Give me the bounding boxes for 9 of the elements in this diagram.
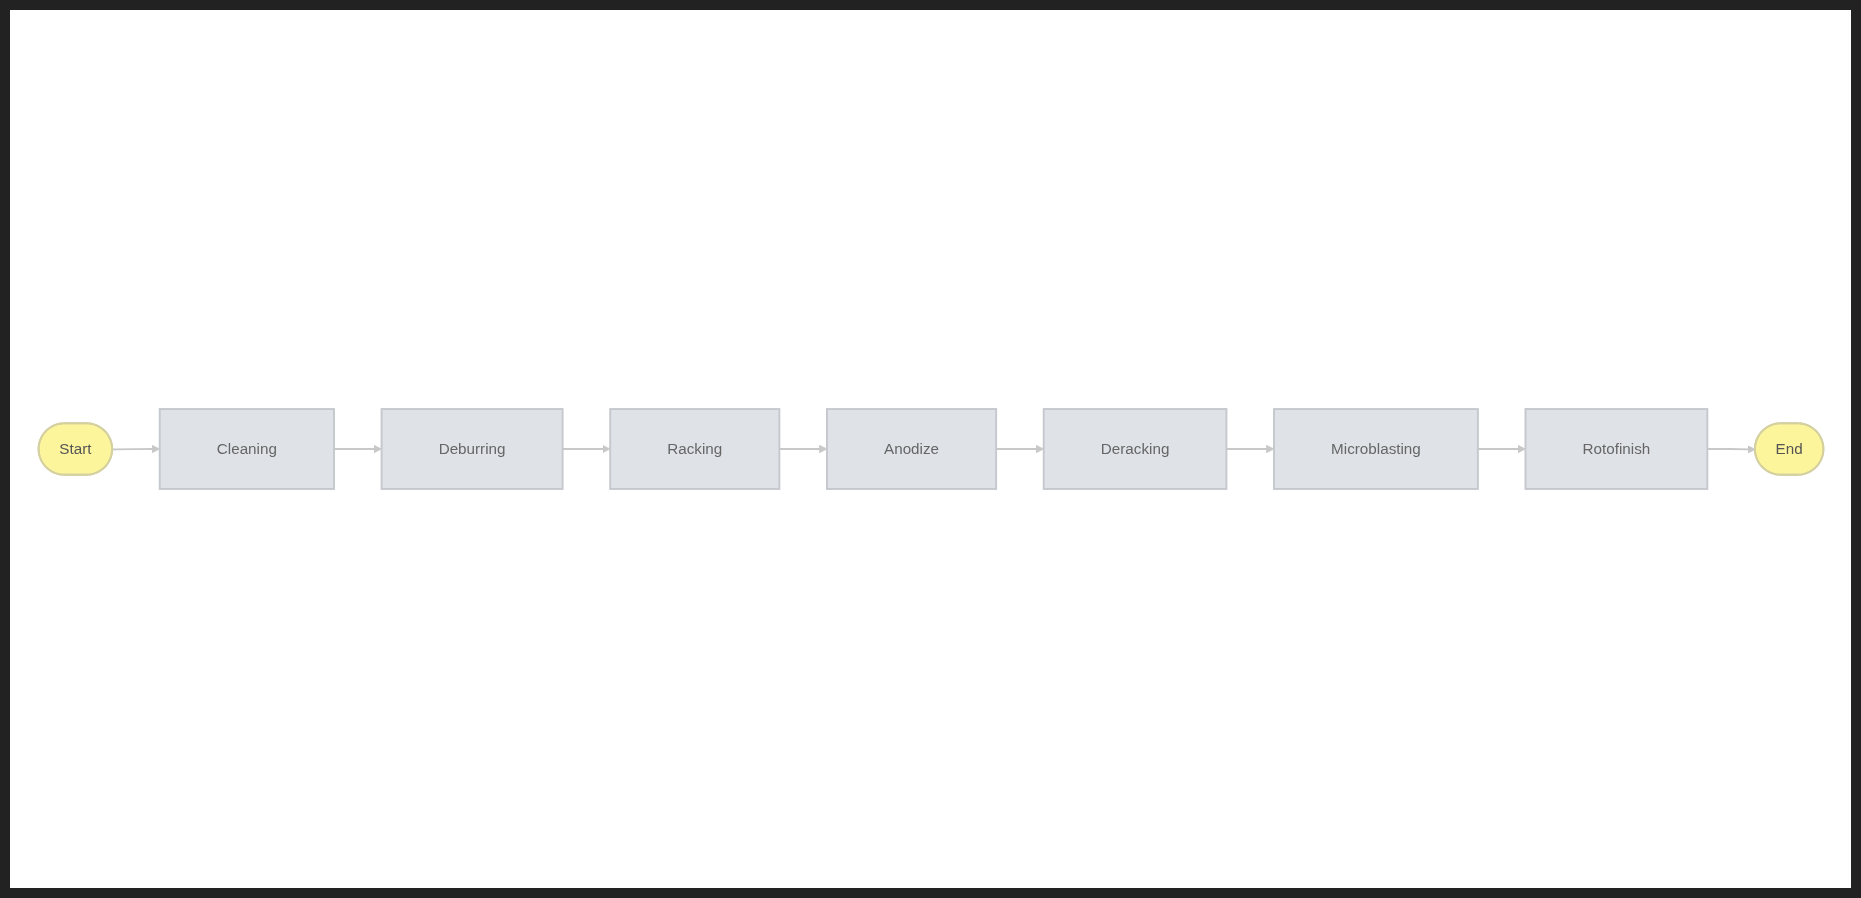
node-box: Microblasting xyxy=(1272,408,1479,490)
arrow xyxy=(111,444,160,454)
node-box: Racking xyxy=(608,408,780,490)
node-box: Deburring xyxy=(380,408,564,490)
arrow xyxy=(1225,444,1274,454)
node-box: Rotofinish xyxy=(1524,408,1708,490)
node-box: Cleaning xyxy=(158,408,335,490)
node-box: Deracking xyxy=(1042,408,1227,490)
node-box: Anodize xyxy=(825,408,997,490)
